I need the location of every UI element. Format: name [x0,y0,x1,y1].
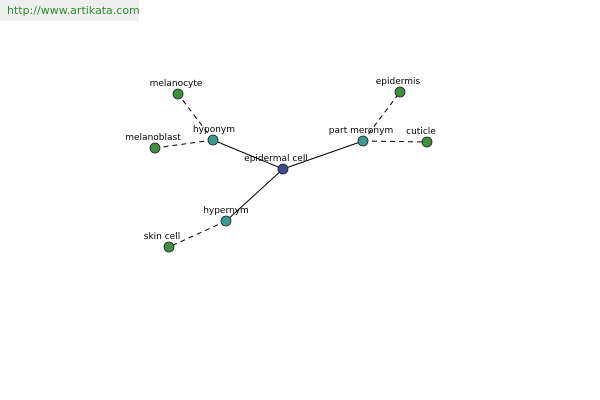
node-label-cuticle[interactable]: cuticle [406,127,436,137]
node-label-hypernym[interactable]: hypernym [203,206,249,216]
node-skin-cell[interactable] [163,241,175,253]
edge-part-meronym-cuticle [362,140,428,143]
node-center[interactable] [277,163,289,175]
edge-center-part-meronym [282,140,364,170]
edge-center-hypernym [225,168,284,222]
nodes-layer [149,86,433,253]
edges-layer [154,91,428,248]
edge-hyponym-melanoblast [154,139,214,149]
node-label-hyponym[interactable]: hyponym [193,125,235,135]
edge-hypernym-skin-cell [168,220,227,248]
node-label-melanocyte[interactable]: melanocyte [150,79,203,89]
edge-center-hyponym [212,139,284,170]
node-epidermis[interactable] [394,86,406,98]
site-url-link[interactable]: http://www.artikata.com [0,0,140,21]
node-hypernym[interactable] [220,215,232,227]
node-melanocyte[interactable] [172,88,184,100]
node-label-skin-cell[interactable]: skin cell [144,232,180,242]
node-label-part-meronym[interactable]: part meronym [329,126,393,136]
edge-part-meronym-epidermis [362,91,401,142]
node-label-center[interactable]: epidermal cell [244,154,308,164]
labels-layer: epidermal cell hyponym part meronym hyperny… [125,77,436,242]
node-melanoblast[interactable] [149,142,161,154]
node-label-epidermis[interactable]: epidermis [376,77,421,87]
edge-hyponym-melanocyte [177,93,214,141]
node-part-meronym[interactable] [357,135,369,147]
node-hyponym[interactable] [207,134,219,146]
node-label-melanoblast[interactable]: melanoblast [125,133,181,143]
node-cuticle[interactable] [421,136,433,148]
